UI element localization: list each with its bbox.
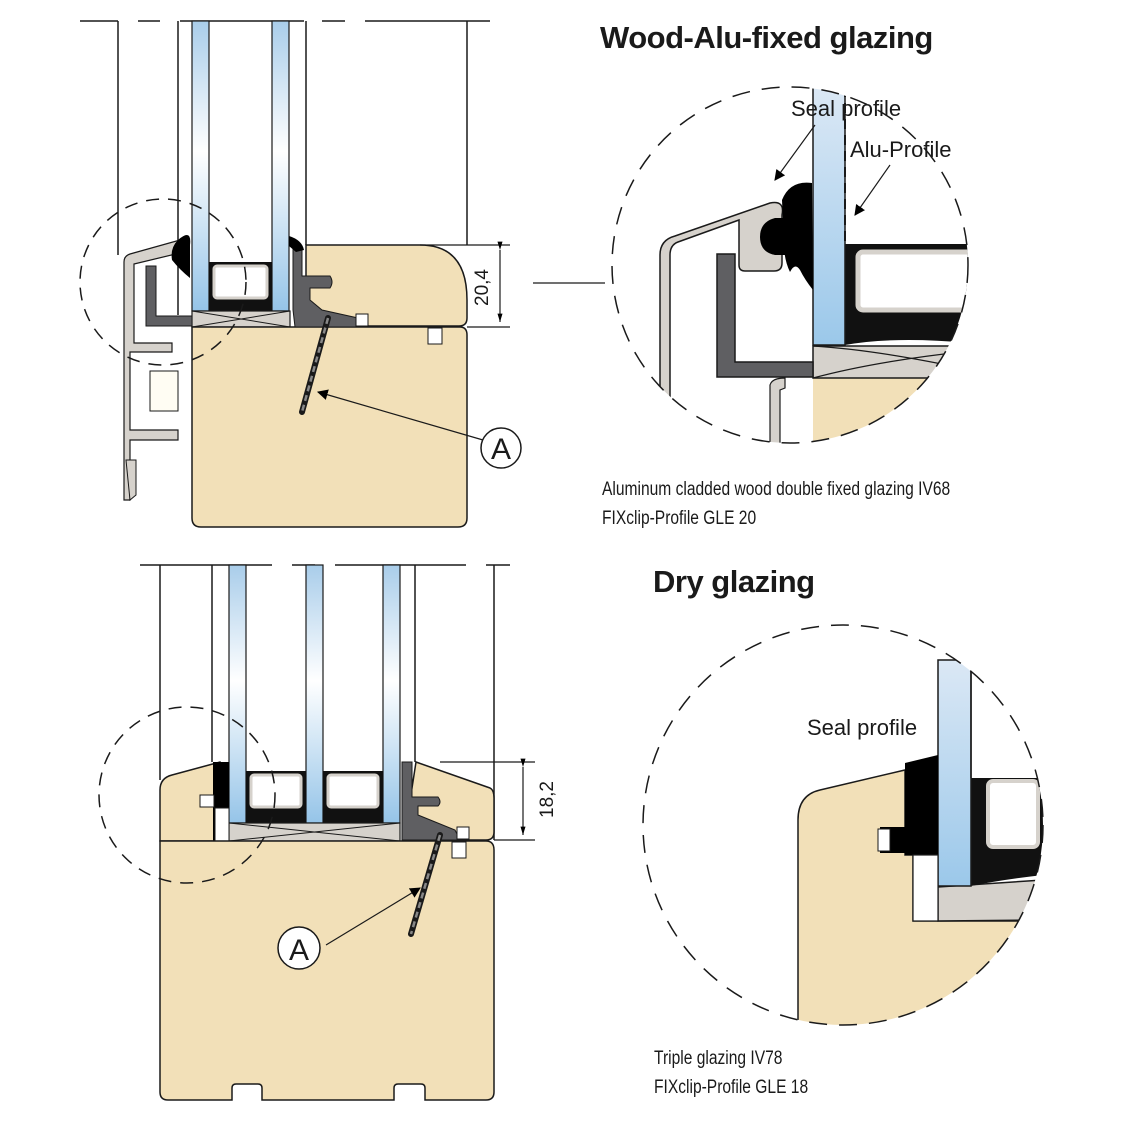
- callout-a-circle: [480, 427, 522, 469]
- detail-circle: [611, 86, 969, 444]
- caption-wood-alu: Aluminum cladded wood double fixed glazi…: [602, 475, 950, 533]
- seal-profile-label: Seal profile: [791, 96, 902, 121]
- seal-profile-label: Seal profile: [807, 715, 918, 740]
- wood-alu-section-drawing: A 20,4: [79, 20, 605, 528]
- dry-glazing-detail-view: [642, 624, 1044, 1026]
- dry-glazing-section-drawing: A 18,2: [98, 564, 558, 1101]
- detail-circle-marker: [79, 198, 247, 366]
- dimension-value: 18,2: [537, 781, 558, 818]
- caption-line: FIXclip-Profile GLE 20: [602, 508, 757, 529]
- glass-pane: [191, 20, 210, 312]
- glass-pane: [228, 564, 247, 824]
- alu-profile-label: Alu-Profile: [850, 137, 952, 162]
- caption-line: Triple glazing IV78: [654, 1048, 783, 1069]
- dimension-value: 20,4: [472, 269, 493, 306]
- section-title-dry-glazing: Dry glazing: [653, 564, 815, 599]
- callout-a-circle: [277, 926, 321, 970]
- caption-line: Aluminum cladded wood double fixed glazi…: [602, 479, 951, 500]
- glass-pane: [305, 564, 324, 824]
- callout-a-label: A: [289, 934, 309, 967]
- detail-circle: [642, 624, 1044, 1026]
- wood-bead: [305, 244, 468, 327]
- wood-sill: [159, 840, 495, 1101]
- glass-pane: [271, 20, 290, 312]
- callout-a-label: A: [491, 433, 511, 466]
- caption-line: FIXclip-Profile GLE 18: [654, 1077, 809, 1098]
- caption-dry-glazing: Triple glazing IV78 FIXclip-Profile GLE …: [654, 1044, 808, 1102]
- detail-circle-marker: [98, 706, 276, 884]
- glass-pane: [382, 564, 401, 824]
- section-title-wood-alu: Wood-Alu-fixed glazing: [600, 20, 933, 55]
- wood-sill: [191, 326, 468, 528]
